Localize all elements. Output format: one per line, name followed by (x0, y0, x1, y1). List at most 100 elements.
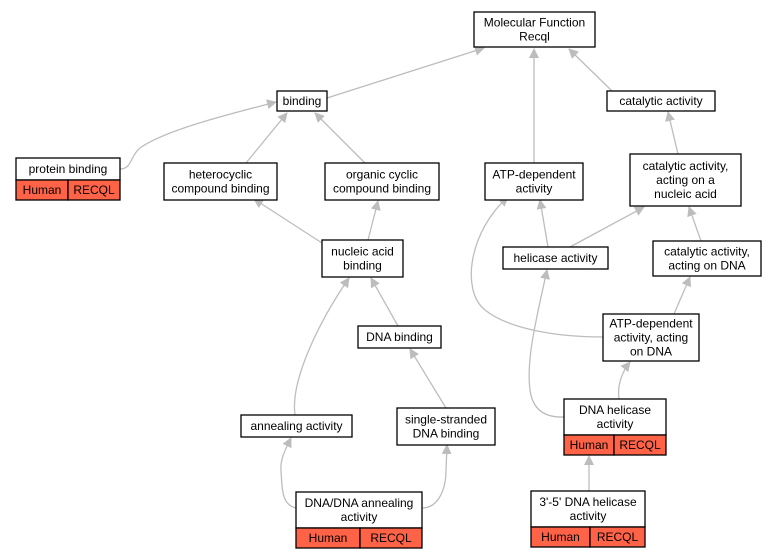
term-label-line: DNA helicase (579, 403, 651, 417)
annotation-species-label: Human (309, 531, 348, 545)
term-box (563, 398, 667, 436)
term-label-line: compound binding (333, 182, 431, 196)
term-box (357, 325, 442, 349)
annotation-species-label: Human (570, 438, 609, 452)
edge-helicase-to-atpdep (536, 199, 549, 248)
term-label-line: annealing activity (250, 419, 342, 433)
go-term-catalytic[interactable]: catalytic activity (606, 90, 716, 112)
go-term-helicase[interactable]: helicase activity (502, 246, 609, 270)
term-box (396, 407, 496, 446)
term-label-line: single-stranded (405, 413, 487, 427)
edge-ssdna-to-dnabinding (409, 348, 447, 409)
term-box (295, 491, 423, 529)
term-box (530, 490, 646, 528)
annotation-species-label: Human (541, 530, 580, 544)
annotation-gene-cell[interactable] (613, 434, 667, 456)
term-label-line: nucleic acid (654, 187, 717, 201)
edge-catalytic-to-root (568, 48, 613, 92)
term-label-line: catalytic activity (619, 94, 702, 108)
term-label-line: activity (597, 417, 634, 431)
edge-organic-to-binding (314, 112, 366, 164)
edge-helicase-to-catnucleic (569, 206, 645, 248)
term-label-line: ATP-dependent (609, 317, 693, 331)
edge-catnucleic-to-catalytic (665, 111, 679, 155)
term-box (606, 90, 716, 112)
term-box (484, 162, 584, 201)
term-label-line: organic cyclic (346, 168, 418, 182)
term-label-line: helicase activity (513, 251, 597, 265)
annotation-gene-cell[interactable] (359, 527, 423, 549)
edge-protein-to-binding (119, 99, 277, 170)
term-label-line: activity, acting (614, 331, 688, 345)
term-box (652, 240, 762, 277)
annotation-gene-label: RECQL (370, 531, 412, 545)
term-label-line: on DNA (630, 345, 672, 359)
term-box (240, 414, 353, 438)
edge-catdna-to-catnucleic (687, 206, 702, 242)
term-box (163, 162, 278, 201)
edge-hetero-to-binding (245, 112, 288, 164)
term-box (473, 11, 596, 48)
annotation-gene-label: RECQL (73, 183, 115, 197)
annotation-gene-label: RECQL (597, 530, 639, 544)
edge-dnaannealing-to-annealing (280, 437, 297, 509)
term-label-line: DNA/DNA annealing (305, 496, 414, 510)
term-box (276, 90, 328, 112)
term-label-line: binding (343, 259, 382, 273)
term-label-line: acting on DNA (668, 259, 745, 273)
term-label-line: compound binding (171, 182, 269, 196)
term-box (502, 246, 609, 270)
term-box (324, 162, 440, 201)
term-label-line: activity (516, 182, 553, 196)
edge-nucleic-to-organic (367, 200, 381, 241)
edge-nucleic-to-hetero (253, 198, 323, 244)
go-term-annealing[interactable]: annealing activity (240, 414, 353, 438)
term-label-line: ATP-dependent (492, 168, 576, 182)
edge-atpdna-to-atpdep (470, 196, 604, 338)
term-label-line: acting on a (656, 173, 715, 187)
term-label-line: catalytic activity, (643, 159, 729, 173)
term-label-line: activity (570, 509, 607, 523)
edge-binding-to-root (326, 45, 485, 99)
edge-dnaannealing-to-ssdna (421, 444, 452, 509)
term-box (602, 313, 700, 362)
go-term-binding[interactable]: binding (276, 90, 328, 112)
term-label-line: binding (283, 94, 322, 108)
term-label-line: catalytic activity, (664, 245, 750, 259)
term-label-line: protein binding (29, 162, 108, 176)
term-label-line: Molecular Function (484, 16, 585, 30)
annotation-gene-cell[interactable] (589, 526, 646, 548)
edge-atpdna-to-catdna (673, 276, 692, 315)
go-term-dna-binding[interactable]: DNA binding (357, 325, 442, 349)
term-label-line: nucleic acid (331, 245, 394, 259)
term-box (321, 239, 404, 278)
edge-dnahelicase-to-helicase (528, 269, 565, 418)
edges (119, 45, 702, 509)
term-label-line: heterocyclic (189, 168, 252, 182)
edge-annealing-to-nucleic (293, 277, 350, 416)
annotation-gene-cell[interactable] (67, 179, 121, 201)
term-label-line: Recql (519, 30, 550, 44)
term-label-line: DNA binding (413, 427, 480, 441)
edge-dnahelicase-to-atpdna (617, 361, 631, 400)
go-term-cat-dna[interactable]: catalytic activity,acting on DNA (652, 240, 762, 277)
term-label-line: activity (341, 510, 378, 524)
term-label-line: 3'-5' DNA helicase (539, 495, 637, 509)
annotation-species-label: Human (23, 183, 62, 197)
term-box (629, 153, 742, 207)
edge-dnabinding-to-nucleic (370, 277, 399, 327)
